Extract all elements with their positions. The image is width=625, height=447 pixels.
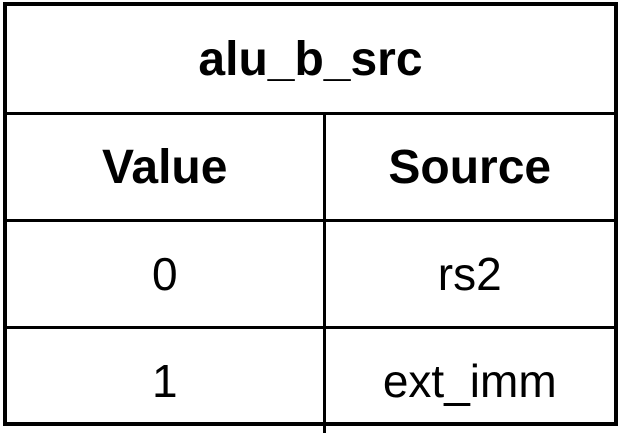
value-cell: 0 bbox=[7, 219, 326, 329]
source-cell: ext_imm bbox=[322, 326, 614, 433]
title-row: alu_b_src bbox=[7, 6, 614, 115]
table-row: 1 ext_imm bbox=[7, 326, 614, 433]
alu-b-src-table: alu_b_src Value Source 0 rs2 1 ext_imm bbox=[3, 2, 618, 433]
column-header-source: Source bbox=[322, 112, 614, 222]
source-cell: rs2 bbox=[322, 219, 614, 329]
column-header-value: Value bbox=[7, 112, 326, 222]
header-row: Value Source bbox=[7, 112, 614, 222]
value-cell: 1 bbox=[7, 326, 326, 433]
table-title: alu_b_src bbox=[7, 6, 614, 115]
signal-table: alu_b_src Value Source 0 rs2 1 ext_imm bbox=[7, 6, 614, 433]
table-row: 0 rs2 bbox=[7, 219, 614, 329]
